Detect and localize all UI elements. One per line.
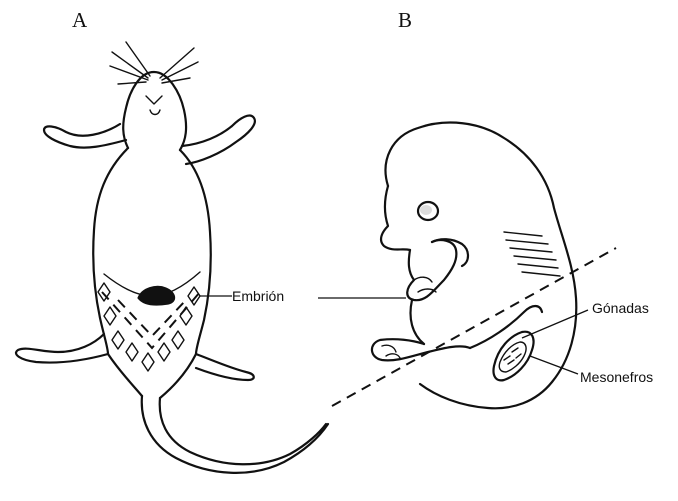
embryo-forelimb — [407, 240, 456, 300]
mouse-right-hindlimb — [196, 354, 254, 380]
embryo-eye-pupil — [420, 205, 432, 215]
mouse-right-forelimb — [182, 116, 255, 164]
panel-label-a: A — [72, 8, 88, 32]
label-mesonefros: Mesonefros — [580, 369, 653, 385]
callout-embrion: Embrión — [200, 288, 406, 304]
mouse-drawing — [16, 42, 328, 473]
embryo-hindlimb — [372, 339, 470, 360]
leader-gonadas — [522, 310, 588, 338]
mesonephros — [493, 332, 533, 381]
embryo-body-wall — [411, 300, 425, 344]
section-plane-line — [332, 248, 616, 406]
mouse-left-forelimb — [44, 124, 126, 148]
label-gonadas: Gónadas — [592, 300, 649, 316]
embryo-snout — [381, 186, 410, 250]
mouse-tail — [142, 396, 328, 473]
exposed-embryo — [138, 286, 175, 305]
mouse-whiskers — [110, 42, 198, 84]
mouse-hips — [108, 354, 196, 398]
embryo-forelimb-digits — [414, 277, 436, 292]
panel-label-b: B — [398, 8, 412, 32]
embryo-somites — [504, 232, 560, 276]
embryo-drawing — [332, 123, 616, 409]
embryo-hindlimb-digits — [382, 345, 400, 358]
mouse-left-hindlimb — [16, 334, 108, 363]
mouse-snout — [146, 96, 162, 115]
leader-mesonefros — [530, 356, 578, 374]
callout-gonadas: Gónadas — [522, 300, 649, 338]
mouse-head — [123, 72, 186, 150]
callout-mesonefros: Mesonefros — [530, 356, 653, 385]
label-embrion: Embrión — [232, 288, 284, 304]
embryo-head — [386, 123, 577, 409]
